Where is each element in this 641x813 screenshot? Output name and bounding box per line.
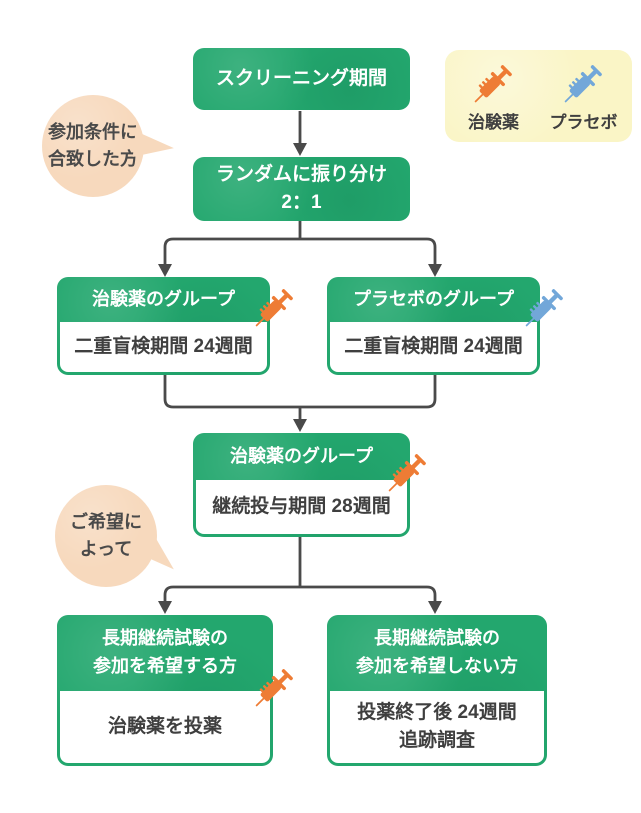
callout-eligibility-line1: 参加条件に xyxy=(48,122,138,142)
card-header: 治験薬のグループ xyxy=(57,277,270,322)
legend-label-placebo: プラセボ xyxy=(549,113,618,132)
node-longterm-participate: 長期継続試験の 参加を希望する方 治験薬を投薬 xyxy=(57,615,293,766)
legend-item-placebo: プラセボ xyxy=(544,56,624,133)
card-header: 長期継続試験の 参加を希望する方 xyxy=(57,615,273,691)
syringe-orange-icon xyxy=(248,280,302,334)
card-body: 二重盲検期間 24週間 xyxy=(330,322,537,372)
card-body: 継続投与期間 28週間 xyxy=(196,480,407,534)
card-body-label: 治験薬を投薬 xyxy=(107,715,222,737)
syringe-orange-icon xyxy=(467,56,521,110)
card-body: 投薬終了後 24週間 追跡調査 xyxy=(330,691,544,763)
callout-preference-line2: よって xyxy=(79,539,133,559)
card-header-line2: 参加を希望しない方 xyxy=(356,656,518,676)
card-header-line2: 参加を希望する方 xyxy=(93,656,237,676)
node-placebo-group-blind: プラセボのグループ 二重盲検期間 24週間 xyxy=(327,277,563,375)
card-body-label: 継続投与期間 28週間 xyxy=(212,495,391,517)
legend: 治験薬 プラセボ xyxy=(445,50,632,142)
syringe-orange-icon xyxy=(381,445,435,499)
node-randomization-line1: ランダムに振り分け xyxy=(215,164,387,186)
card-body-label: 二重盲検期間 24週間 xyxy=(74,335,253,357)
node-randomization-line2: 2：1 xyxy=(281,192,322,213)
node-screening: スクリーニング期間 xyxy=(193,48,410,110)
card-header-line1: 長期継続試験の xyxy=(374,628,500,649)
callout-preference: ご希望に よって xyxy=(55,485,183,587)
callout-eligibility-line2: 合致した方 xyxy=(48,149,138,169)
syringe-blue-icon xyxy=(518,280,572,334)
node-drug-group-blind: 治験薬のグループ 二重盲検期間 24週間 xyxy=(57,277,293,375)
syringe-blue-icon xyxy=(557,56,611,110)
card-header-label: プラセボのグループ xyxy=(353,288,514,309)
node-drug-group-continuation: 治験薬のグループ 継続投与期間 28週間 xyxy=(193,433,426,537)
card-body: 二重盲検期間 24週間 xyxy=(60,322,267,372)
callout-eligibility: 参加条件に 合致した方 xyxy=(42,95,176,197)
card-header-label: 治験薬のグループ xyxy=(92,288,235,309)
card-body: 治験薬を投薬 xyxy=(60,691,270,763)
legend-label-drug: 治験薬 xyxy=(468,113,519,132)
node-longterm-decline: 長期継続試験の 参加を希望しない方 投薬終了後 24週間 追跡調査 xyxy=(327,615,547,766)
callout-tail xyxy=(132,130,176,162)
legend-item-drug: 治験薬 xyxy=(454,56,534,133)
node-randomization: ランダムに振り分け 2：1 xyxy=(193,157,410,221)
card-header: 長期継続試験の 参加を希望しない方 xyxy=(327,615,547,691)
card-header: プラセボのグループ xyxy=(327,277,540,322)
card-body-label: 二重盲検期間 24週間 xyxy=(344,335,523,357)
card-header-label: 治験薬のグループ xyxy=(230,445,373,466)
callout-tail xyxy=(135,532,183,580)
callout-preference-line1: ご希望に xyxy=(70,512,142,532)
card-header: 治験薬のグループ xyxy=(193,433,410,480)
syringe-orange-icon xyxy=(248,660,302,714)
card-header-line1: 長期継続試験の xyxy=(102,628,228,649)
node-screening-label: スクリーニング期間 xyxy=(215,68,387,90)
card-body-line1: 投薬終了後 24週間 xyxy=(357,701,517,723)
card-body-line2: 追跡調査 xyxy=(398,730,475,751)
